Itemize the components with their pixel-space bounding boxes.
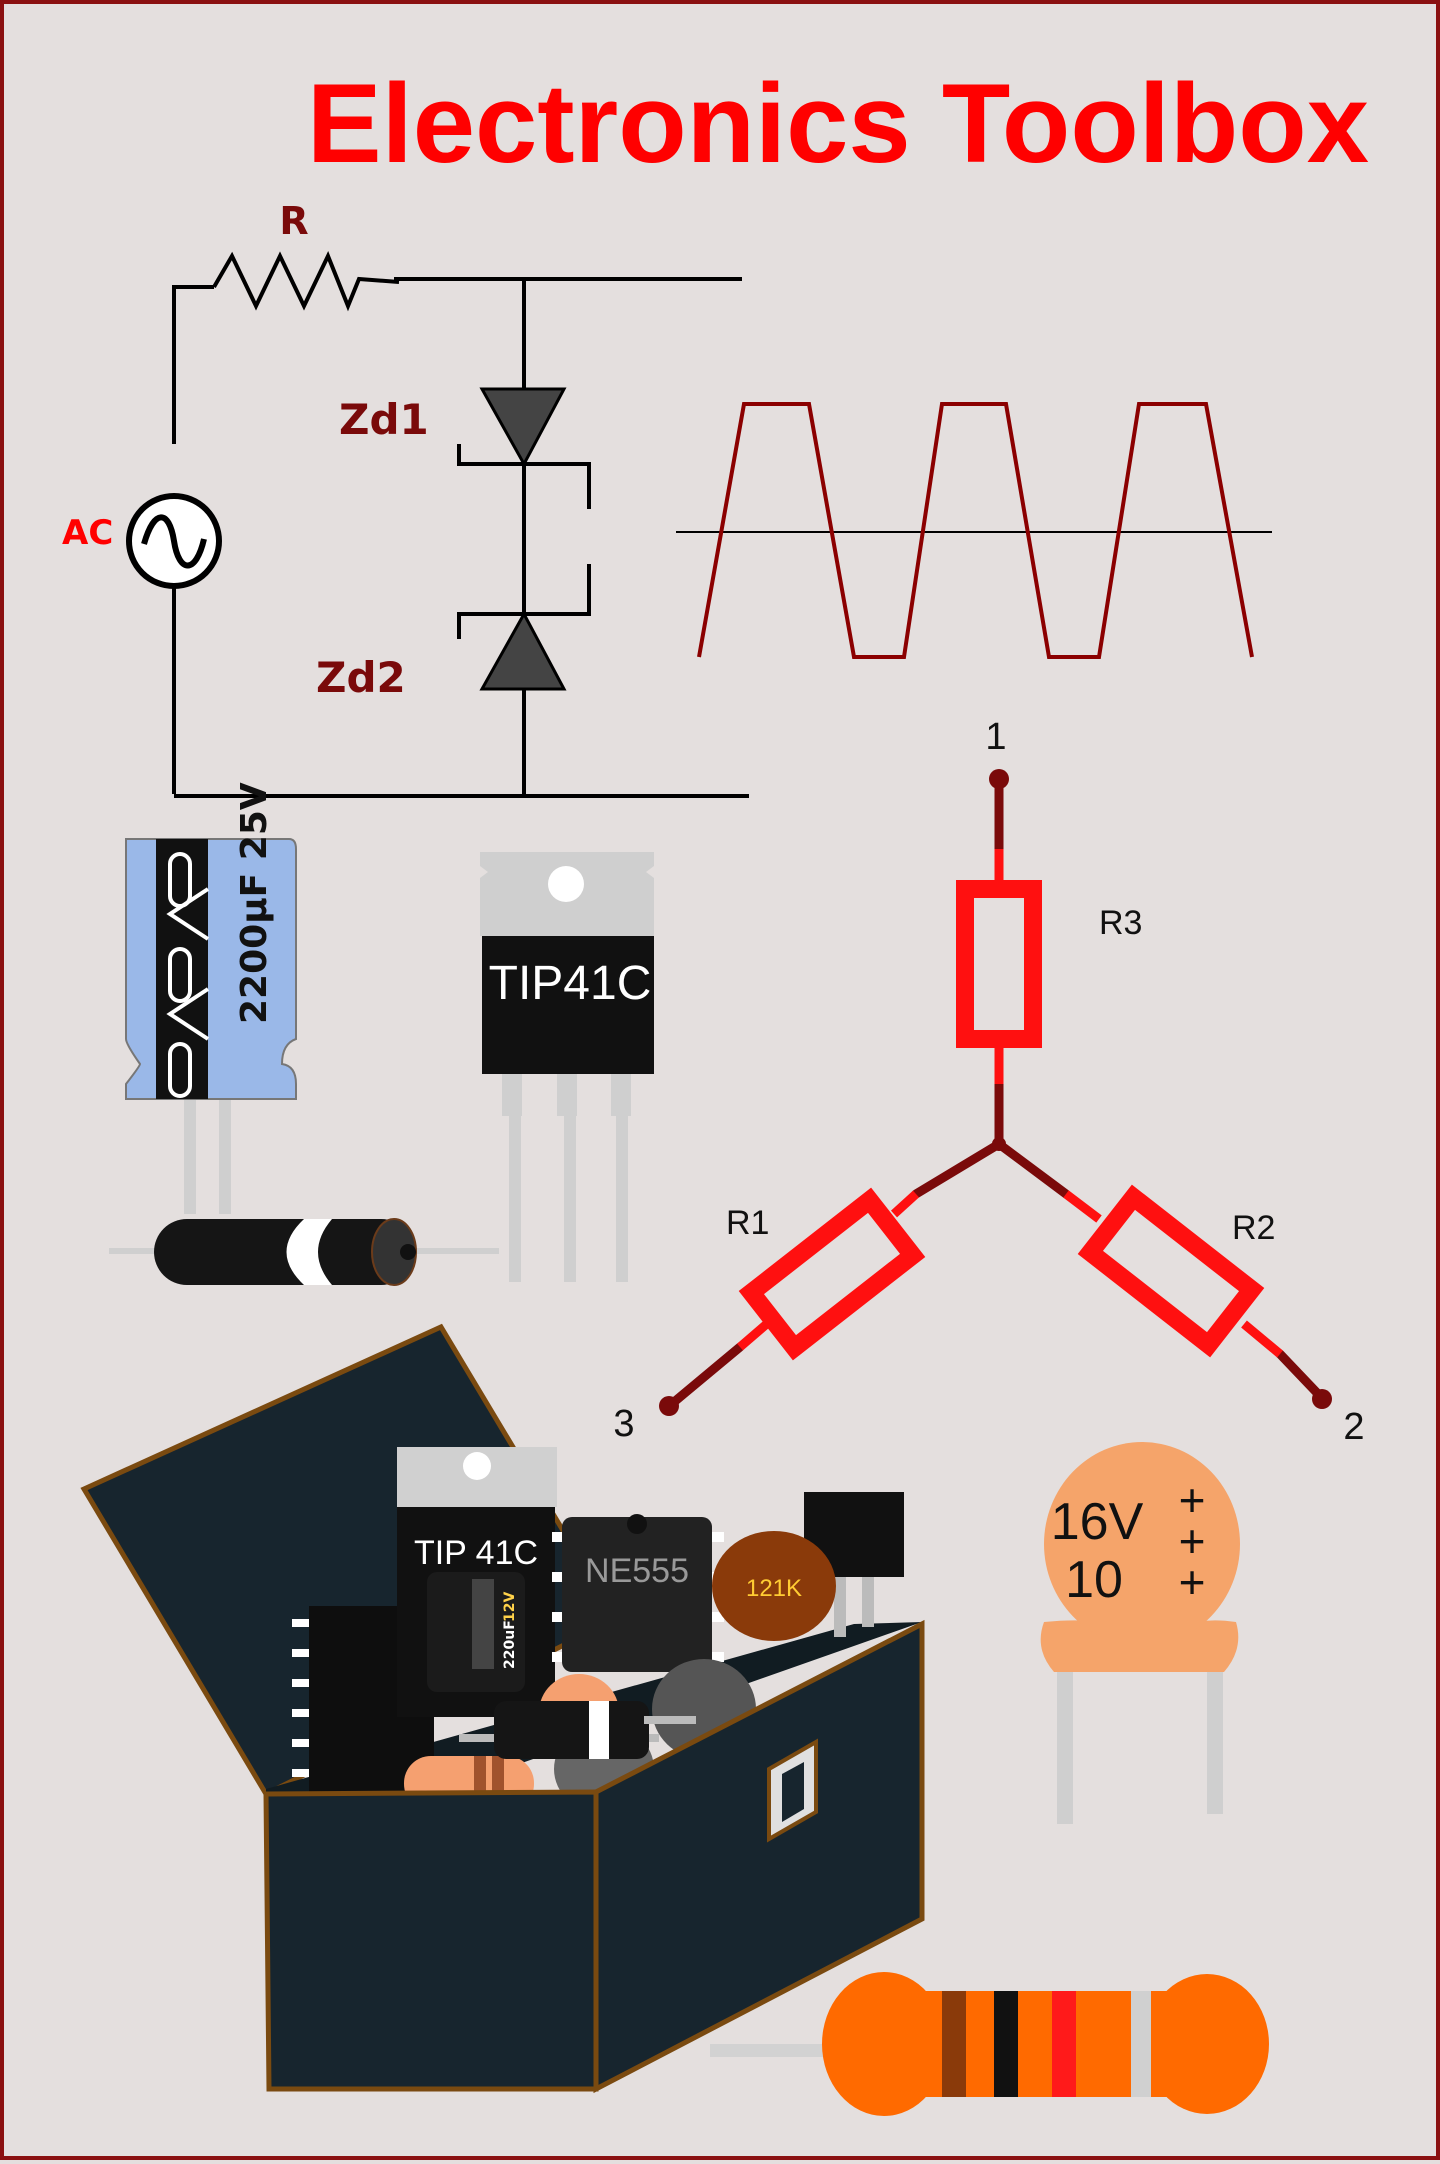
resistor-r2 [1077,1184,1265,1358]
transistor-label: TIP41C [489,957,652,1010]
toolbox-cap-label: 220uF [502,1620,518,1669]
zener2-label: Zd2 [316,653,406,702]
resistor-label: R [279,199,308,243]
toolbox-ic-label: NE555 [585,1552,689,1590]
toolbox-transistor-label: TIP 41C [414,1534,538,1572]
r2-label: R2 [1232,1209,1275,1247]
zener1-label: Zd1 [339,395,429,444]
node-1-label: 1 [985,716,1006,758]
transistor-tip41c: TIP41C [480,852,654,1282]
source-label: AC [62,513,113,553]
toolbox-ceramic-label: 121K [746,1575,802,1602]
toolbox-side [593,1619,925,2094]
ceramic-capacitor: 16V 10 + + + [1040,1442,1240,1824]
plus-mark-1: + [1179,1474,1206,1526]
node-1 [989,769,1009,789]
wire-left [172,285,214,794]
zener1-triangle [479,387,567,468]
node-2 [1312,1389,1332,1409]
capacitor-label: 2200µF 25V [234,782,275,1024]
plus-mark-3: + [1179,1556,1206,1608]
diode-small [109,1218,499,1286]
r1-label: R1 [726,1204,769,1242]
r3-label: R3 [1099,904,1142,942]
toolbox-front [263,1789,599,2092]
node-2-label: 2 [1343,1406,1364,1448]
zener2-triangle [479,610,567,691]
ceramic-value: 10 [1065,1551,1123,1609]
toolbox: TIP 41C 220uF 12V NE555 121K [80,1323,925,2094]
axial-resistor [710,1972,1272,2122]
sine-glyph [141,514,207,569]
resistor-r3 [956,880,1042,1048]
node-3-label: 3 [613,1403,634,1445]
ac-source [126,444,222,589]
plus-mark-2: + [1179,1515,1206,1567]
ceramic-voltage: 16V [1051,1493,1144,1551]
node-center [992,1137,1006,1151]
electrolytic-capacitor: 2200µF 25V [125,782,297,1214]
toolbox-contents: TIP 41C 220uF 12V NE555 121K [292,1447,904,1814]
zener-circuit [172,251,749,798]
resistor-symbol [212,251,400,312]
star-network [659,769,1332,1416]
toolbox-cap-voltage: 12V [502,1592,518,1622]
clipped-waveform [697,402,1254,659]
poster-art: Electronics Toolbox R AC Zd1 Zd2 [62,61,1369,2122]
node-3 [659,1396,679,1416]
poster-title: Electronics Toolbox [307,61,1369,186]
resistor-r1 [738,1187,926,1361]
